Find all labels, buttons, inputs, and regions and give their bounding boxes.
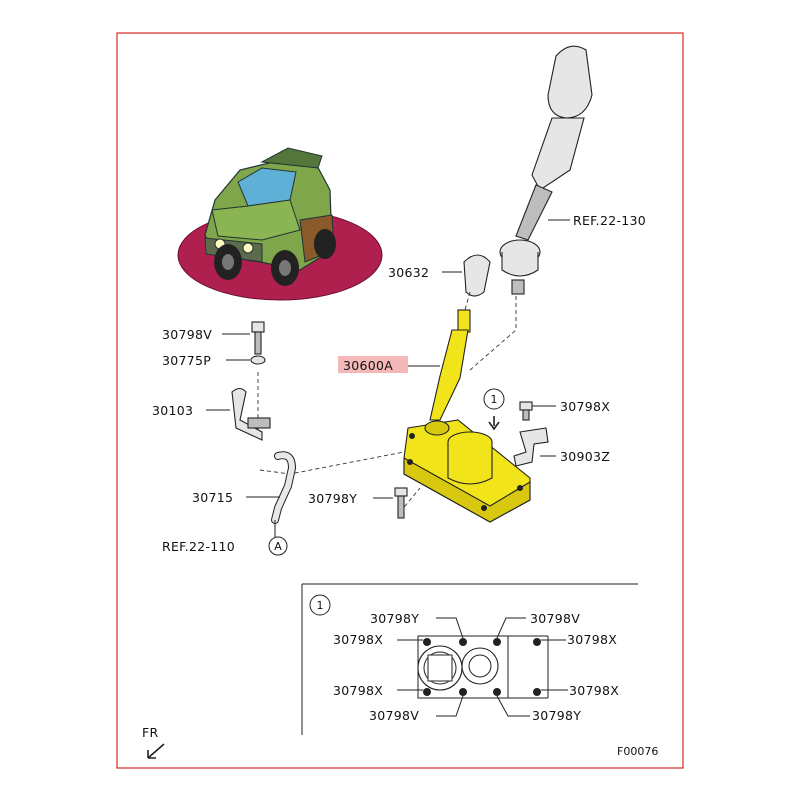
figure-code: F00076	[617, 745, 658, 758]
inset-label-mid-right-bottom: 30798X	[569, 683, 619, 698]
bracket-30103	[206, 387, 271, 441]
outer-frame	[116, 32, 684, 769]
label-30798V: 30798V	[162, 327, 212, 342]
highlight-30600A	[338, 356, 408, 373]
shift-lever-assembly	[499, 45, 593, 295]
front-label: FR	[142, 725, 158, 740]
bracket-30903Z	[513, 427, 556, 467]
inset-label-top-left: 30798Y	[370, 611, 419, 626]
callout-a: A	[268, 536, 288, 556]
front-direction-indicator: FR	[142, 725, 165, 759]
label-ref-22-130: REF.22-130	[573, 213, 646, 228]
label-30775P: 30775P	[162, 353, 211, 368]
inset-label-top-right: 30798V	[530, 611, 580, 626]
front-arrow-icon	[147, 743, 165, 759]
inset-label-mid-left-bottom: 30798X	[333, 683, 383, 698]
hose-30715	[246, 451, 297, 538]
bolt-30798V	[222, 321, 265, 355]
bolt-30798X	[519, 401, 556, 421]
vehicle-illustration	[177, 147, 383, 301]
callout-1-text: 1	[491, 393, 498, 406]
callout-a-text: A	[274, 540, 282, 553]
label-30600A: 30600A	[343, 358, 393, 373]
label-30715: 30715	[192, 490, 233, 505]
inset-label-mid-left-top: 30798X	[333, 632, 383, 647]
shifter-assembly-30600A	[403, 309, 531, 523]
inset-label-bottom-left: 30798V	[369, 708, 419, 723]
label-ref-22-110: REF.22-110	[162, 539, 235, 554]
inset-label-mid-right-top: 30798X	[567, 632, 617, 647]
washer-30775P	[226, 355, 266, 365]
label-30798X: 30798X	[560, 399, 610, 414]
inset-detail: 1 30798Y 30798V 30798X 30798X	[301, 583, 638, 735]
label-30103: 30103	[152, 403, 193, 418]
bolt-30798Y	[373, 487, 408, 519]
inset-callout-text: 1	[317, 599, 324, 612]
label-30632: 30632	[388, 265, 429, 280]
inset-label-bottom-right: 30798Y	[532, 708, 581, 723]
label-30903Z: 30903Z	[560, 449, 610, 464]
callout-1-marker: 1	[483, 388, 505, 431]
bushing-30632	[442, 254, 491, 297]
label-30798Y: 30798Y	[308, 491, 357, 506]
